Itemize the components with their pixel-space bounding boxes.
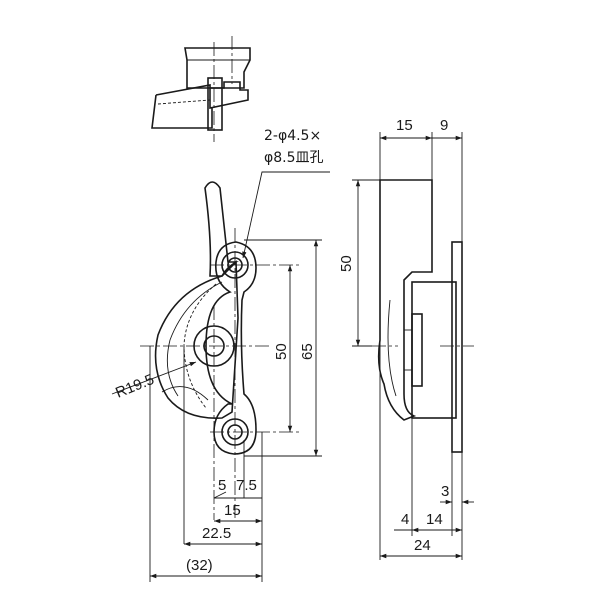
dim-5: 5 <box>218 477 226 494</box>
dim-3: 3 <box>441 483 449 500</box>
dim-7-5: 7.5 <box>236 477 257 494</box>
dim-15-front: 15 <box>224 502 241 519</box>
dim-hole-pitch: 50 <box>273 343 290 360</box>
front-view <box>111 171 330 582</box>
dim-9: 9 <box>440 117 448 134</box>
dim-32: (32) <box>186 557 213 574</box>
base-plate <box>205 241 257 455</box>
hole-note-line1: 2-φ4.5× <box>264 128 321 144</box>
dim-24: 24 <box>414 537 431 554</box>
side-body <box>377 179 433 421</box>
top-view <box>151 36 251 142</box>
dim-overall-height: 65 <box>299 343 316 360</box>
hole-note-line2: φ8.5皿孔 <box>264 150 324 166</box>
dim-4: 4 <box>401 511 409 528</box>
side-view <box>352 132 474 560</box>
dim-50-side: 50 <box>338 255 355 272</box>
lever-handle <box>204 181 239 277</box>
cam-body <box>154 260 239 419</box>
dim-22-5: 22.5 <box>202 525 231 542</box>
dim-15-side: 15 <box>396 117 413 134</box>
dim-14: 14 <box>426 511 443 528</box>
